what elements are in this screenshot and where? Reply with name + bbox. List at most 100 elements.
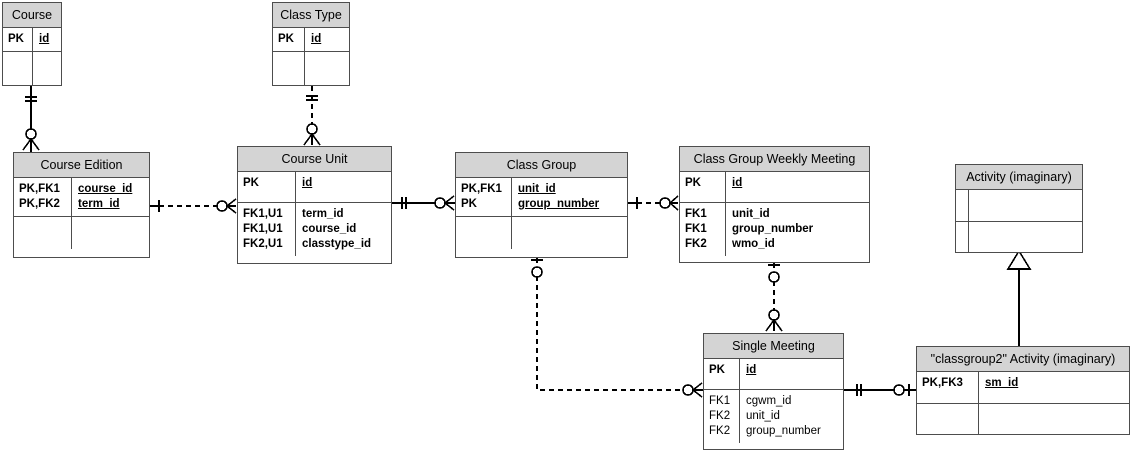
attribute-name: id bbox=[39, 33, 50, 45]
entity-attr-section bbox=[273, 51, 349, 85]
key-label: FK1 bbox=[685, 208, 707, 220]
connector-course-edition-to-course-unit bbox=[150, 198, 237, 214]
key-column: PK bbox=[680, 172, 726, 202]
attribute-column: unit_id group_number wmo_id bbox=[726, 203, 817, 256]
key-column bbox=[956, 222, 969, 252]
key-label: PK,FK3 bbox=[922, 377, 963, 389]
attribute-column: cgwm_id unit_id group_number bbox=[740, 390, 825, 443]
key-label: PK bbox=[243, 177, 259, 189]
attribute-column: sm_id bbox=[979, 372, 1022, 403]
connector-weekly-meeting-to-single-meeting bbox=[765, 263, 783, 333]
key-column: PK bbox=[273, 28, 305, 51]
attribute-column: id bbox=[740, 359, 760, 389]
key-label: PK bbox=[685, 177, 701, 189]
key-label: PK,FK1 bbox=[19, 183, 60, 195]
key-label: FK2,U1 bbox=[243, 238, 283, 250]
entity-attr-section bbox=[456, 216, 627, 249]
entity-single-meeting[interactable]: Single Meeting PK id FK1 FK2 FK2 cgwm_id… bbox=[703, 333, 844, 450]
attribute-name: unit_id bbox=[518, 183, 556, 195]
entity-activity-imaginary[interactable]: Activity (imaginary) bbox=[955, 164, 1083, 253]
entity-key-section: PK id bbox=[680, 172, 869, 202]
key-column: FK1,U1 FK1,U1 FK2,U1 bbox=[238, 203, 296, 256]
key-label: FK1,U1 bbox=[243, 223, 283, 235]
key-label: FK2 bbox=[685, 238, 707, 250]
attribute-name: group_number bbox=[518, 198, 600, 210]
entity-course-unit[interactable]: Course Unit PK id FK1,U1 FK1,U1 FK2,U1 t… bbox=[237, 146, 392, 264]
key-label: FK1 bbox=[709, 395, 731, 407]
attribute-column bbox=[969, 190, 979, 221]
key-label: PK bbox=[461, 198, 477, 210]
key-column bbox=[456, 217, 512, 249]
entity-class-group-weekly-meeting[interactable]: Class Group Weekly Meeting PK id FK1 FK1… bbox=[679, 146, 870, 263]
connector-single-meeting-to-classgroup2-activity bbox=[844, 384, 916, 396]
key-column bbox=[3, 52, 33, 85]
key-label: FK1,U1 bbox=[243, 208, 283, 220]
attribute-column bbox=[72, 217, 82, 249]
attribute-column: id bbox=[726, 172, 746, 202]
attribute-name: course_id bbox=[78, 183, 133, 195]
entity-class-group[interactable]: Class Group PK,FK1 PK unit_id group_numb… bbox=[455, 152, 628, 258]
attribute-name: term_id bbox=[78, 198, 120, 210]
entity-class-type[interactable]: Class Type PK id bbox=[272, 2, 350, 86]
attribute-column: unit_id group_number bbox=[512, 178, 603, 216]
attribute-name: wmo_id bbox=[732, 238, 775, 250]
attribute-name: sm_id bbox=[985, 377, 1019, 389]
key-column: PK,FK1 PK bbox=[456, 178, 512, 216]
key-column: PK,FK1 PK,FK2 bbox=[14, 178, 72, 216]
entity-course-edition[interactable]: Course Edition PK,FK1 PK,FK2 course_id t… bbox=[13, 152, 150, 258]
key-label: PK bbox=[8, 33, 24, 45]
entity-key-section: PK,FK3 sm_id bbox=[917, 372, 1129, 403]
entity-attr-section: FK1 FK1 FK2 unit_id group_number wmo_id bbox=[680, 202, 869, 256]
key-column: FK1 FK1 FK2 bbox=[680, 203, 726, 256]
attribute-name: unit_id bbox=[746, 410, 780, 422]
key-label: PK,FK2 bbox=[19, 198, 60, 210]
key-column bbox=[917, 404, 979, 434]
attribute-column: id bbox=[33, 28, 53, 51]
attribute-column: course_id term_id bbox=[72, 178, 136, 216]
attribute-column bbox=[305, 52, 315, 85]
entity-title: Class Group Weekly Meeting bbox=[680, 147, 869, 172]
entity-title: Course Edition bbox=[14, 153, 149, 178]
entity-key-section: PK,FK1 PK unit_id group_number bbox=[456, 178, 627, 216]
attribute-name: course_id bbox=[302, 223, 357, 235]
entity-classgroup2-activity[interactable]: "classgroup2" Activity (imaginary) PK,FK… bbox=[916, 346, 1130, 435]
connector-course-to-course-edition bbox=[22, 86, 40, 152]
key-column: FK1 FK2 FK2 bbox=[704, 390, 740, 443]
key-column bbox=[273, 52, 305, 85]
connector-course-unit-to-class-group bbox=[392, 195, 455, 211]
entity-attr-section bbox=[917, 403, 1129, 434]
attribute-name: term_id bbox=[302, 208, 344, 220]
entity-key-section: PK id bbox=[3, 28, 61, 51]
entity-key-section: PK id bbox=[704, 359, 843, 389]
entity-key-section: PK id bbox=[238, 172, 391, 202]
attribute-name: id bbox=[311, 33, 322, 45]
entity-title: Activity (imaginary) bbox=[956, 165, 1082, 190]
key-column bbox=[956, 190, 969, 221]
entity-key-section: PK id bbox=[273, 28, 349, 51]
attribute-name: id bbox=[302, 177, 313, 189]
key-column: PK bbox=[238, 172, 296, 202]
attribute-name: group_number bbox=[732, 223, 814, 235]
attribute-column bbox=[969, 222, 979, 252]
key-column: PK,FK3 bbox=[917, 372, 979, 403]
key-column bbox=[14, 217, 72, 249]
entity-title: Course bbox=[3, 3, 61, 28]
attribute-name: classtype_id bbox=[302, 238, 372, 250]
connector-class-group-to-weekly-meeting bbox=[628, 195, 679, 211]
attribute-column bbox=[33, 52, 43, 85]
entity-title: "classgroup2" Activity (imaginary) bbox=[917, 347, 1129, 372]
key-label: PK bbox=[709, 364, 725, 376]
entity-attr-section bbox=[956, 221, 1082, 252]
key-label: PK bbox=[278, 33, 294, 45]
entity-title: Course Unit bbox=[238, 147, 391, 172]
key-label: FK2 bbox=[709, 410, 731, 422]
attribute-name: id bbox=[746, 364, 757, 376]
entity-course[interactable]: Course PK id bbox=[2, 2, 62, 86]
connector-classgroup2-inherits-activity bbox=[1006, 249, 1032, 346]
connector-class-group-to-single-meeting bbox=[531, 258, 703, 398]
entity-title: Single Meeting bbox=[704, 334, 843, 359]
key-column: PK bbox=[704, 359, 740, 389]
key-label: FK2 bbox=[709, 425, 731, 437]
entity-attr-section bbox=[3, 51, 61, 85]
key-label: FK1 bbox=[685, 223, 707, 235]
